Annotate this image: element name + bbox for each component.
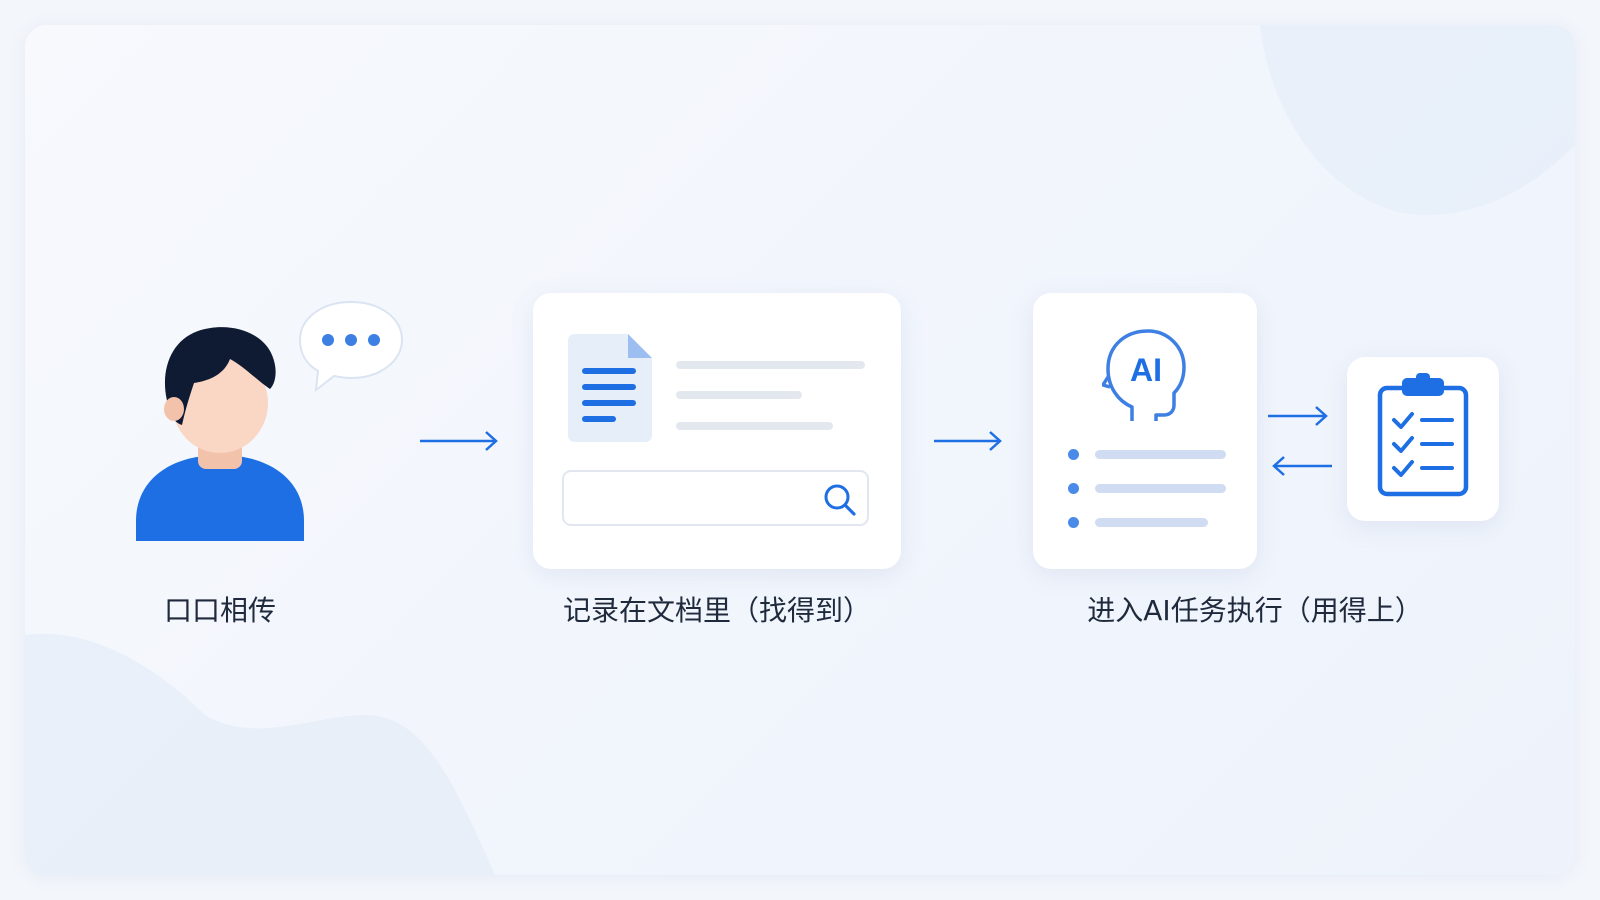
right-arrow-icon [1268, 406, 1328, 426]
speech-bubble-icon [298, 300, 404, 393]
list-line [1095, 518, 1208, 527]
list-bullet [1068, 483, 1079, 494]
document-icon [568, 334, 652, 442]
left-arrow-icon [1272, 456, 1332, 476]
stage-label-ai-execution: 进入AI任务执行（用得上） [1087, 594, 1423, 627]
clipboard-checklist-icon [1377, 373, 1469, 497]
right-arrow-icon [420, 431, 498, 451]
search-icon [824, 484, 856, 516]
list-line [1095, 450, 1226, 459]
document-card [533, 293, 901, 569]
search-field [562, 470, 869, 526]
person-icon [136, 327, 304, 541]
background-wave [25, 25, 1575, 875]
diagram-panel [25, 25, 1575, 875]
ai-head-icon: AI [1102, 329, 1186, 421]
text-placeholder-line [676, 422, 833, 430]
right-arrow-icon [934, 431, 1002, 451]
text-placeholder-line [676, 391, 802, 399]
ai-task-card: AI [1033, 293, 1257, 569]
stage-label-word-of-mouth: 口口相传 [163, 594, 276, 627]
checklist-card [1347, 357, 1499, 521]
text-placeholder-line [676, 361, 865, 369]
list-bullet [1068, 517, 1079, 528]
ai-icon-label: AI [1130, 352, 1162, 388]
stage-label-documented: 记录在文档里（找得到） [562, 594, 871, 627]
list-bullet [1068, 449, 1079, 460]
list-line [1095, 484, 1226, 493]
